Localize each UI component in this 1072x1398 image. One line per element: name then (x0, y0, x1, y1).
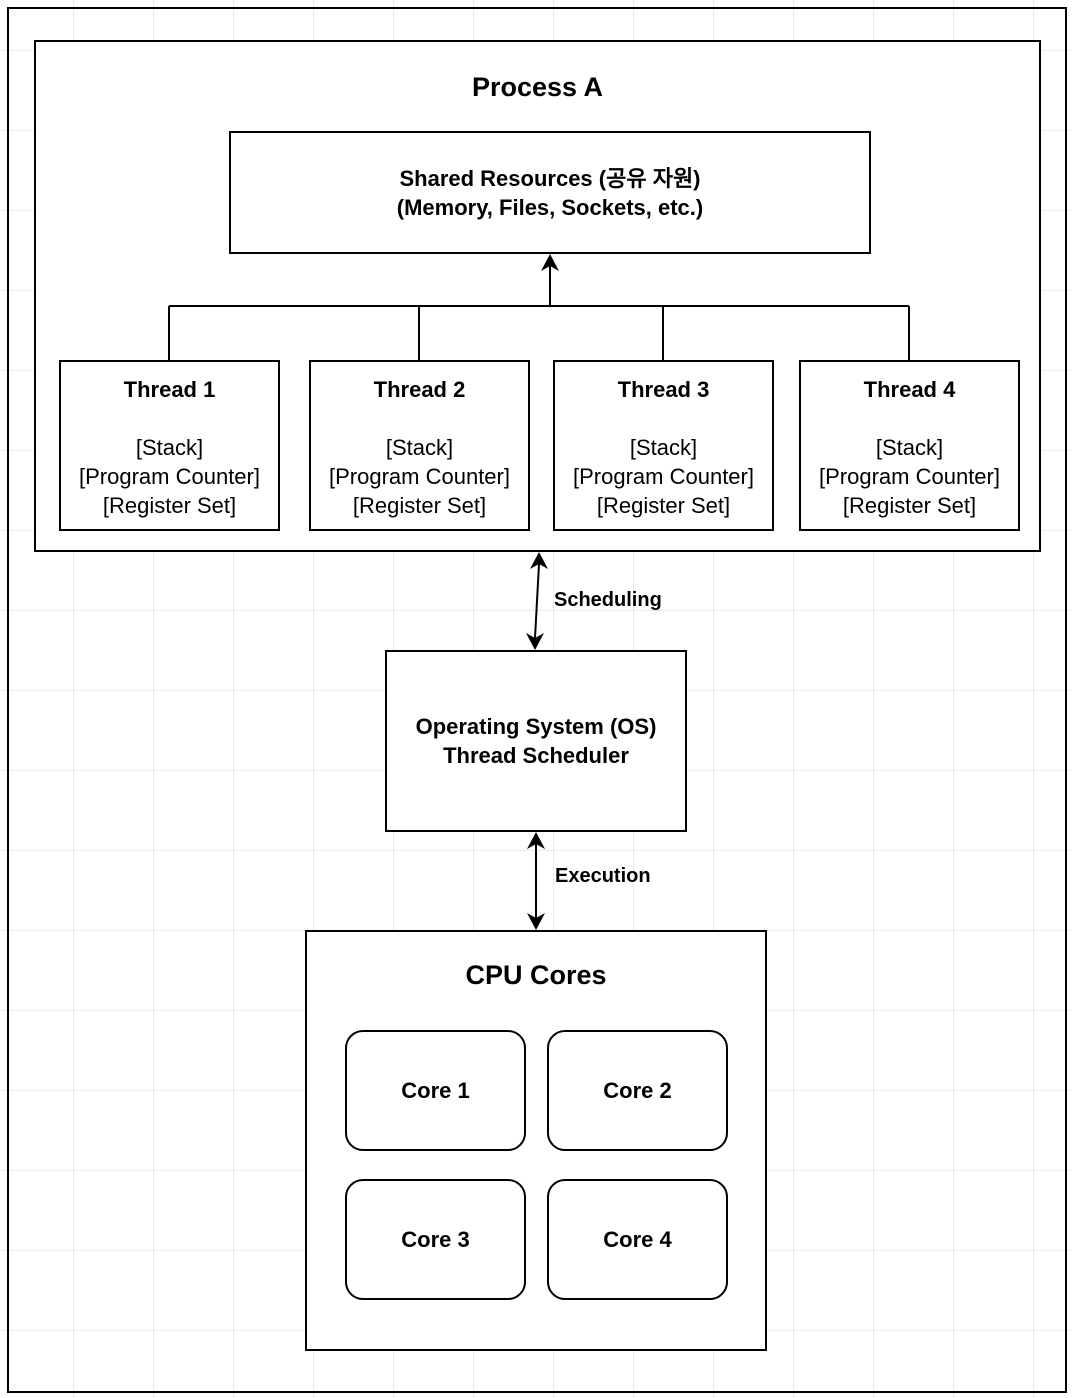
thread-stack: [Stack] (629, 435, 698, 460)
thread-program-counter: [Program Counter] (819, 464, 1000, 489)
thread-stack: [Stack] (875, 435, 944, 460)
scheduling-arrow-line (534, 563, 540, 639)
scheduler-label: Thread Scheduler (443, 743, 629, 768)
thread-stack: [Stack] (135, 435, 204, 460)
core-label: Core 2 (603, 1077, 672, 1103)
shared-resources-box: Shared Resources (공유 자원) (Memory, Files,… (229, 131, 871, 254)
os-label: Operating System (OS) (415, 714, 657, 739)
thread-4-box: Thread 4 [Stack] [Program Counter] [Regi… (799, 360, 1020, 531)
shared-resources-detail: (Memory, Files, Sockets, etc.) (396, 194, 704, 220)
thread-title: Thread 1 (123, 377, 216, 402)
scheduling-arrowhead-up (530, 552, 548, 569)
scheduling-arrowhead-down (526, 633, 544, 650)
execution-arrowhead-up (527, 832, 545, 849)
core-1-box: Core 1 (345, 1030, 526, 1151)
thread-register-set: [Register Set] (842, 493, 977, 518)
core-4-box: Core 4 (547, 1179, 728, 1300)
thread-1-box: Thread 1 [Stack] [Program Counter] [Regi… (59, 360, 280, 531)
thread-title: Thread 4 (863, 377, 956, 402)
execution-arrowhead-down (527, 913, 545, 930)
core-2-box: Core 2 (547, 1030, 728, 1151)
diagram-frame (7, 7, 1067, 1393)
thread-register-set: [Register Set] (102, 493, 237, 518)
thread-3-box: Thread 3 [Stack] [Program Counter] [Regi… (553, 360, 774, 531)
core-3-box: Core 3 (345, 1179, 526, 1300)
thread-register-set: [Register Set] (352, 493, 487, 518)
shared-resources-label: Shared Resources (공유 자원) (399, 165, 701, 191)
shared-resources-arrowhead (541, 254, 559, 271)
cpu-title: CPU Cores (465, 960, 607, 990)
thread-2-box: Thread 2 [Stack] [Program Counter] [Regi… (309, 360, 530, 531)
thread-title: Thread 2 (373, 377, 466, 402)
execution-label: Execution (555, 865, 651, 887)
core-label: Core 3 (401, 1226, 470, 1252)
thread-register-set: [Register Set] (596, 493, 731, 518)
thread-program-counter: [Program Counter] (573, 464, 754, 489)
thread-program-counter: [Program Counter] (79, 464, 260, 489)
thread-program-counter: [Program Counter] (329, 464, 510, 489)
os-scheduler-box: Operating System (OS) Thread Scheduler (385, 650, 687, 832)
thread-stack: [Stack] (385, 435, 454, 460)
core-label: Core 1 (401, 1077, 470, 1103)
scheduling-label: Scheduling (554, 589, 662, 611)
process-title: Process A (471, 72, 604, 102)
core-label: Core 4 (603, 1226, 672, 1252)
thread-title: Thread 3 (617, 377, 710, 402)
